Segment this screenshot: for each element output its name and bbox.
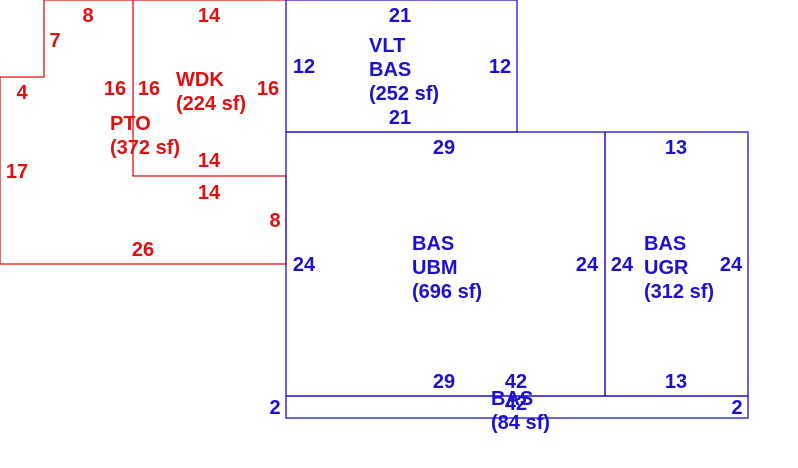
- dim-wdk-left-inner: 16: [138, 78, 160, 100]
- label-ugr-area: (312 sf): [644, 281, 714, 303]
- dim-strip-left: 2: [269, 397, 280, 419]
- dim-wdk-top: 14: [198, 5, 221, 27]
- dim-strip-top: 42: [505, 371, 527, 393]
- dim-strip-right: 2: [731, 397, 742, 419]
- dim-pto-right-lower: 8: [269, 210, 280, 232]
- label-vlt-area: (252 sf): [369, 83, 439, 105]
- dim-pto-left: 17: [6, 161, 28, 183]
- dim-pto-top: 8: [82, 5, 93, 27]
- label-ubm-area: (696 sf): [412, 281, 482, 303]
- dim-ugr-top: 13: [665, 137, 687, 159]
- label-pto-area: (372 sf): [110, 137, 180, 159]
- dim-vlt-top: 21: [389, 5, 411, 27]
- dim-ubm-left: 24: [293, 254, 316, 276]
- dim-wdk-bottom: 14: [198, 150, 221, 172]
- dim-ubm-right: 24: [576, 254, 599, 276]
- label-pto-code: PTO: [110, 113, 151, 135]
- label-strip-area: (84 sf): [491, 412, 550, 434]
- dim-vlt-right: 12: [489, 56, 511, 78]
- label-strip-code: BAS: [491, 388, 533, 410]
- dim-vlt-left: 12: [293, 56, 315, 78]
- dim-ugr-bottom: 13: [665, 371, 687, 393]
- label-ugr-type: UGR: [644, 257, 689, 279]
- dim-ugr-right: 24: [720, 254, 743, 276]
- dim-pto-upper-left: 4: [16, 82, 28, 104]
- dim-strip-bottom: 42: [505, 393, 527, 415]
- label-vlt-code: VLT: [369, 35, 405, 57]
- dim-ugr-left: 24: [611, 254, 634, 276]
- dim-vlt-bottom: 21: [389, 107, 411, 129]
- wdk-outline: [132, 0, 286, 177]
- label-wdk-code: WDK: [176, 69, 224, 91]
- dim-pto-left-step: 7: [49, 30, 60, 52]
- label-ugr-code: BAS: [644, 233, 686, 255]
- label-wdk-area: (224 sf): [176, 93, 246, 115]
- dim-wdk-right: 16: [257, 78, 279, 100]
- dim-pto-inner-top: 14: [198, 182, 221, 204]
- label-ubm-code: BAS: [412, 233, 454, 255]
- label-vlt-type: BAS: [369, 59, 411, 81]
- bas-strip-outline: [285, 395, 749, 419]
- dim-pto-bottom: 26: [132, 239, 154, 261]
- label-ubm-type: UBM: [412, 257, 458, 279]
- dim-ubm-top: 29: [433, 137, 455, 159]
- dim-wdk-left: 16: [104, 78, 126, 100]
- wdk-boundary: [132, 0, 286, 177]
- dim-ubm-bottom: 29: [433, 371, 455, 393]
